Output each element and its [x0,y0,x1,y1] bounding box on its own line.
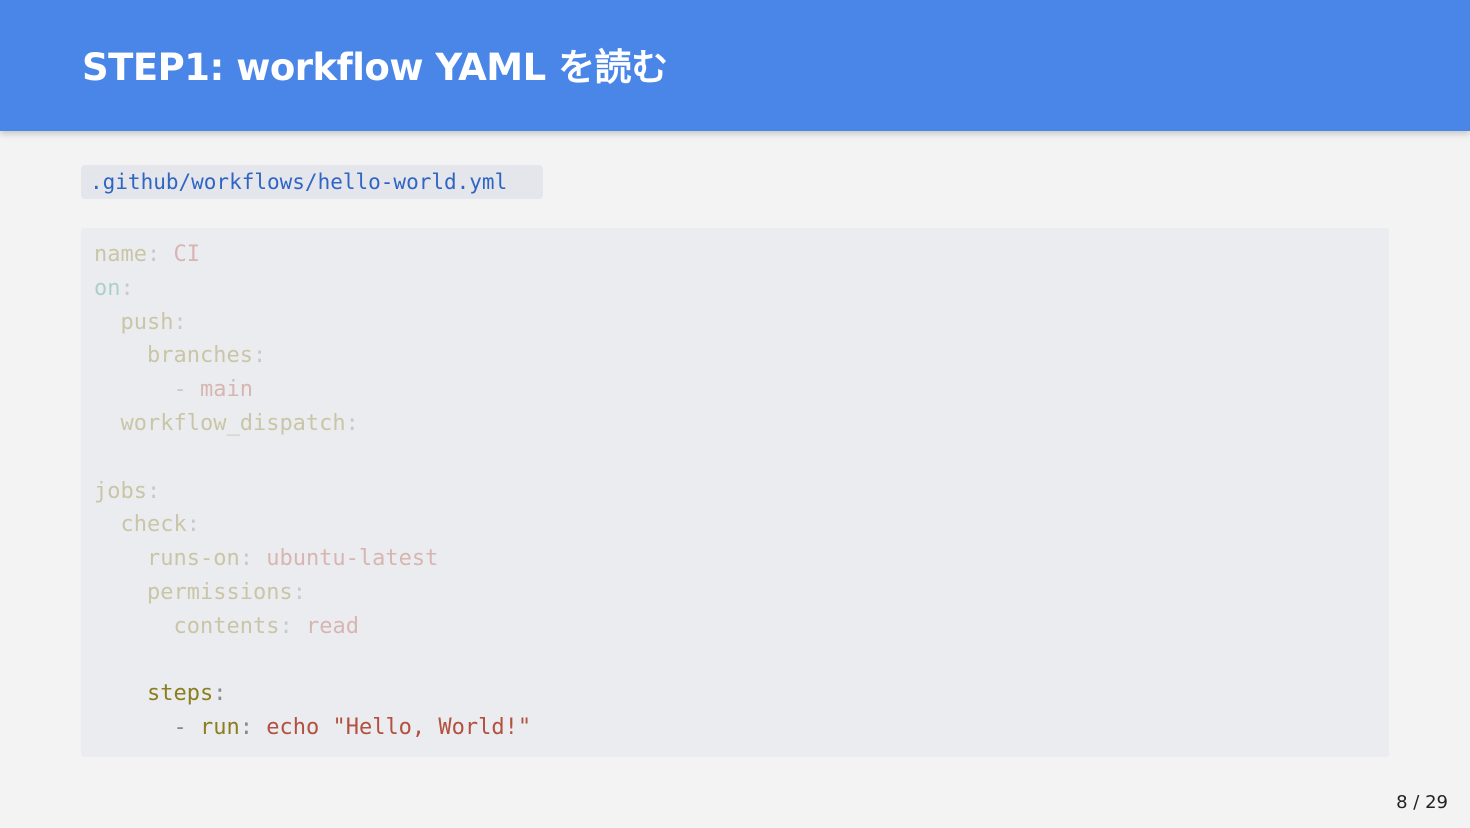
page-total: 29 [1425,792,1448,813]
code-block: name: CI on: push: branches: - main work… [81,228,1389,757]
slide-title: STEP1: workflow YAML を読む [82,46,668,89]
yaml-key: on [94,275,121,301]
yaml-key: workflow_dispatch [120,410,346,436]
yaml-colon: : [146,478,161,504]
code-line: name: CI [94,238,1389,272]
code-line: - main [94,373,1389,407]
code-line-highlighted: steps: [94,677,1389,711]
yaml-colon: : [345,410,359,436]
code-line-blank [94,644,1389,678]
yaml-colon: : [292,579,306,605]
indent [94,343,147,368]
yaml-dash: - [173,377,200,403]
yaml-colon: : [146,242,161,267]
code-line: contents: read [94,610,1389,644]
yaml-colon: : [173,309,187,335]
yaml-key: branches [146,343,253,369]
page-current: 8 [1396,792,1408,813]
page-separator: / [1407,792,1426,813]
page-number: 8 / 29 [1396,792,1448,813]
yaml-colon: : [213,681,227,707]
code-line: runs-on: ubuntu-latest [94,542,1389,576]
yaml-colon: : [239,546,267,572]
yaml-value: main [199,377,253,403]
code-line: jobs: [94,475,1389,509]
yaml-key: push [120,309,174,335]
indent [94,546,147,571]
yaml-key: runs-on [146,546,240,572]
yaml-value: CI [173,242,200,267]
yaml-colon: : [120,275,134,301]
indent [94,411,121,436]
yaml-colon: : [279,613,306,639]
yaml-value: ubuntu-latest [266,546,439,572]
slide-header: STEP1: workflow YAML を読む [0,0,1470,131]
indent [94,377,173,402]
code-line: branches: [94,339,1389,373]
yaml-key: name [94,242,147,267]
indent [94,715,173,740]
yaml-colon: : [252,343,267,369]
yaml-colon: : [186,512,200,538]
code-line-blank [94,441,1389,475]
indent [94,580,147,605]
yaml-key: jobs [94,478,147,504]
file-path-label: .github/workflows/hello-world.yml [81,165,543,199]
indent [94,310,121,335]
code-line: on: [94,272,1389,306]
code-line-highlighted: - run: echo "Hello, World!" [94,711,1389,745]
yaml-key: contents [173,613,280,639]
code-line: check: [94,508,1389,542]
indent [94,512,121,537]
yaml-value: echo "Hello, World!" [266,715,532,741]
yaml-key: run [199,715,240,741]
indent [94,681,147,706]
yaml-dash: - [173,715,200,741]
code-line: workflow_dispatch: [94,407,1389,441]
yaml-value: read [305,613,359,639]
code-line: permissions: [94,576,1389,610]
yaml-key: check [120,512,187,538]
yaml-colon: : [239,715,267,741]
indent [94,614,173,639]
code-line: push: [94,306,1389,340]
yaml-key: steps [146,681,214,707]
yaml-key: permissions [146,579,293,605]
